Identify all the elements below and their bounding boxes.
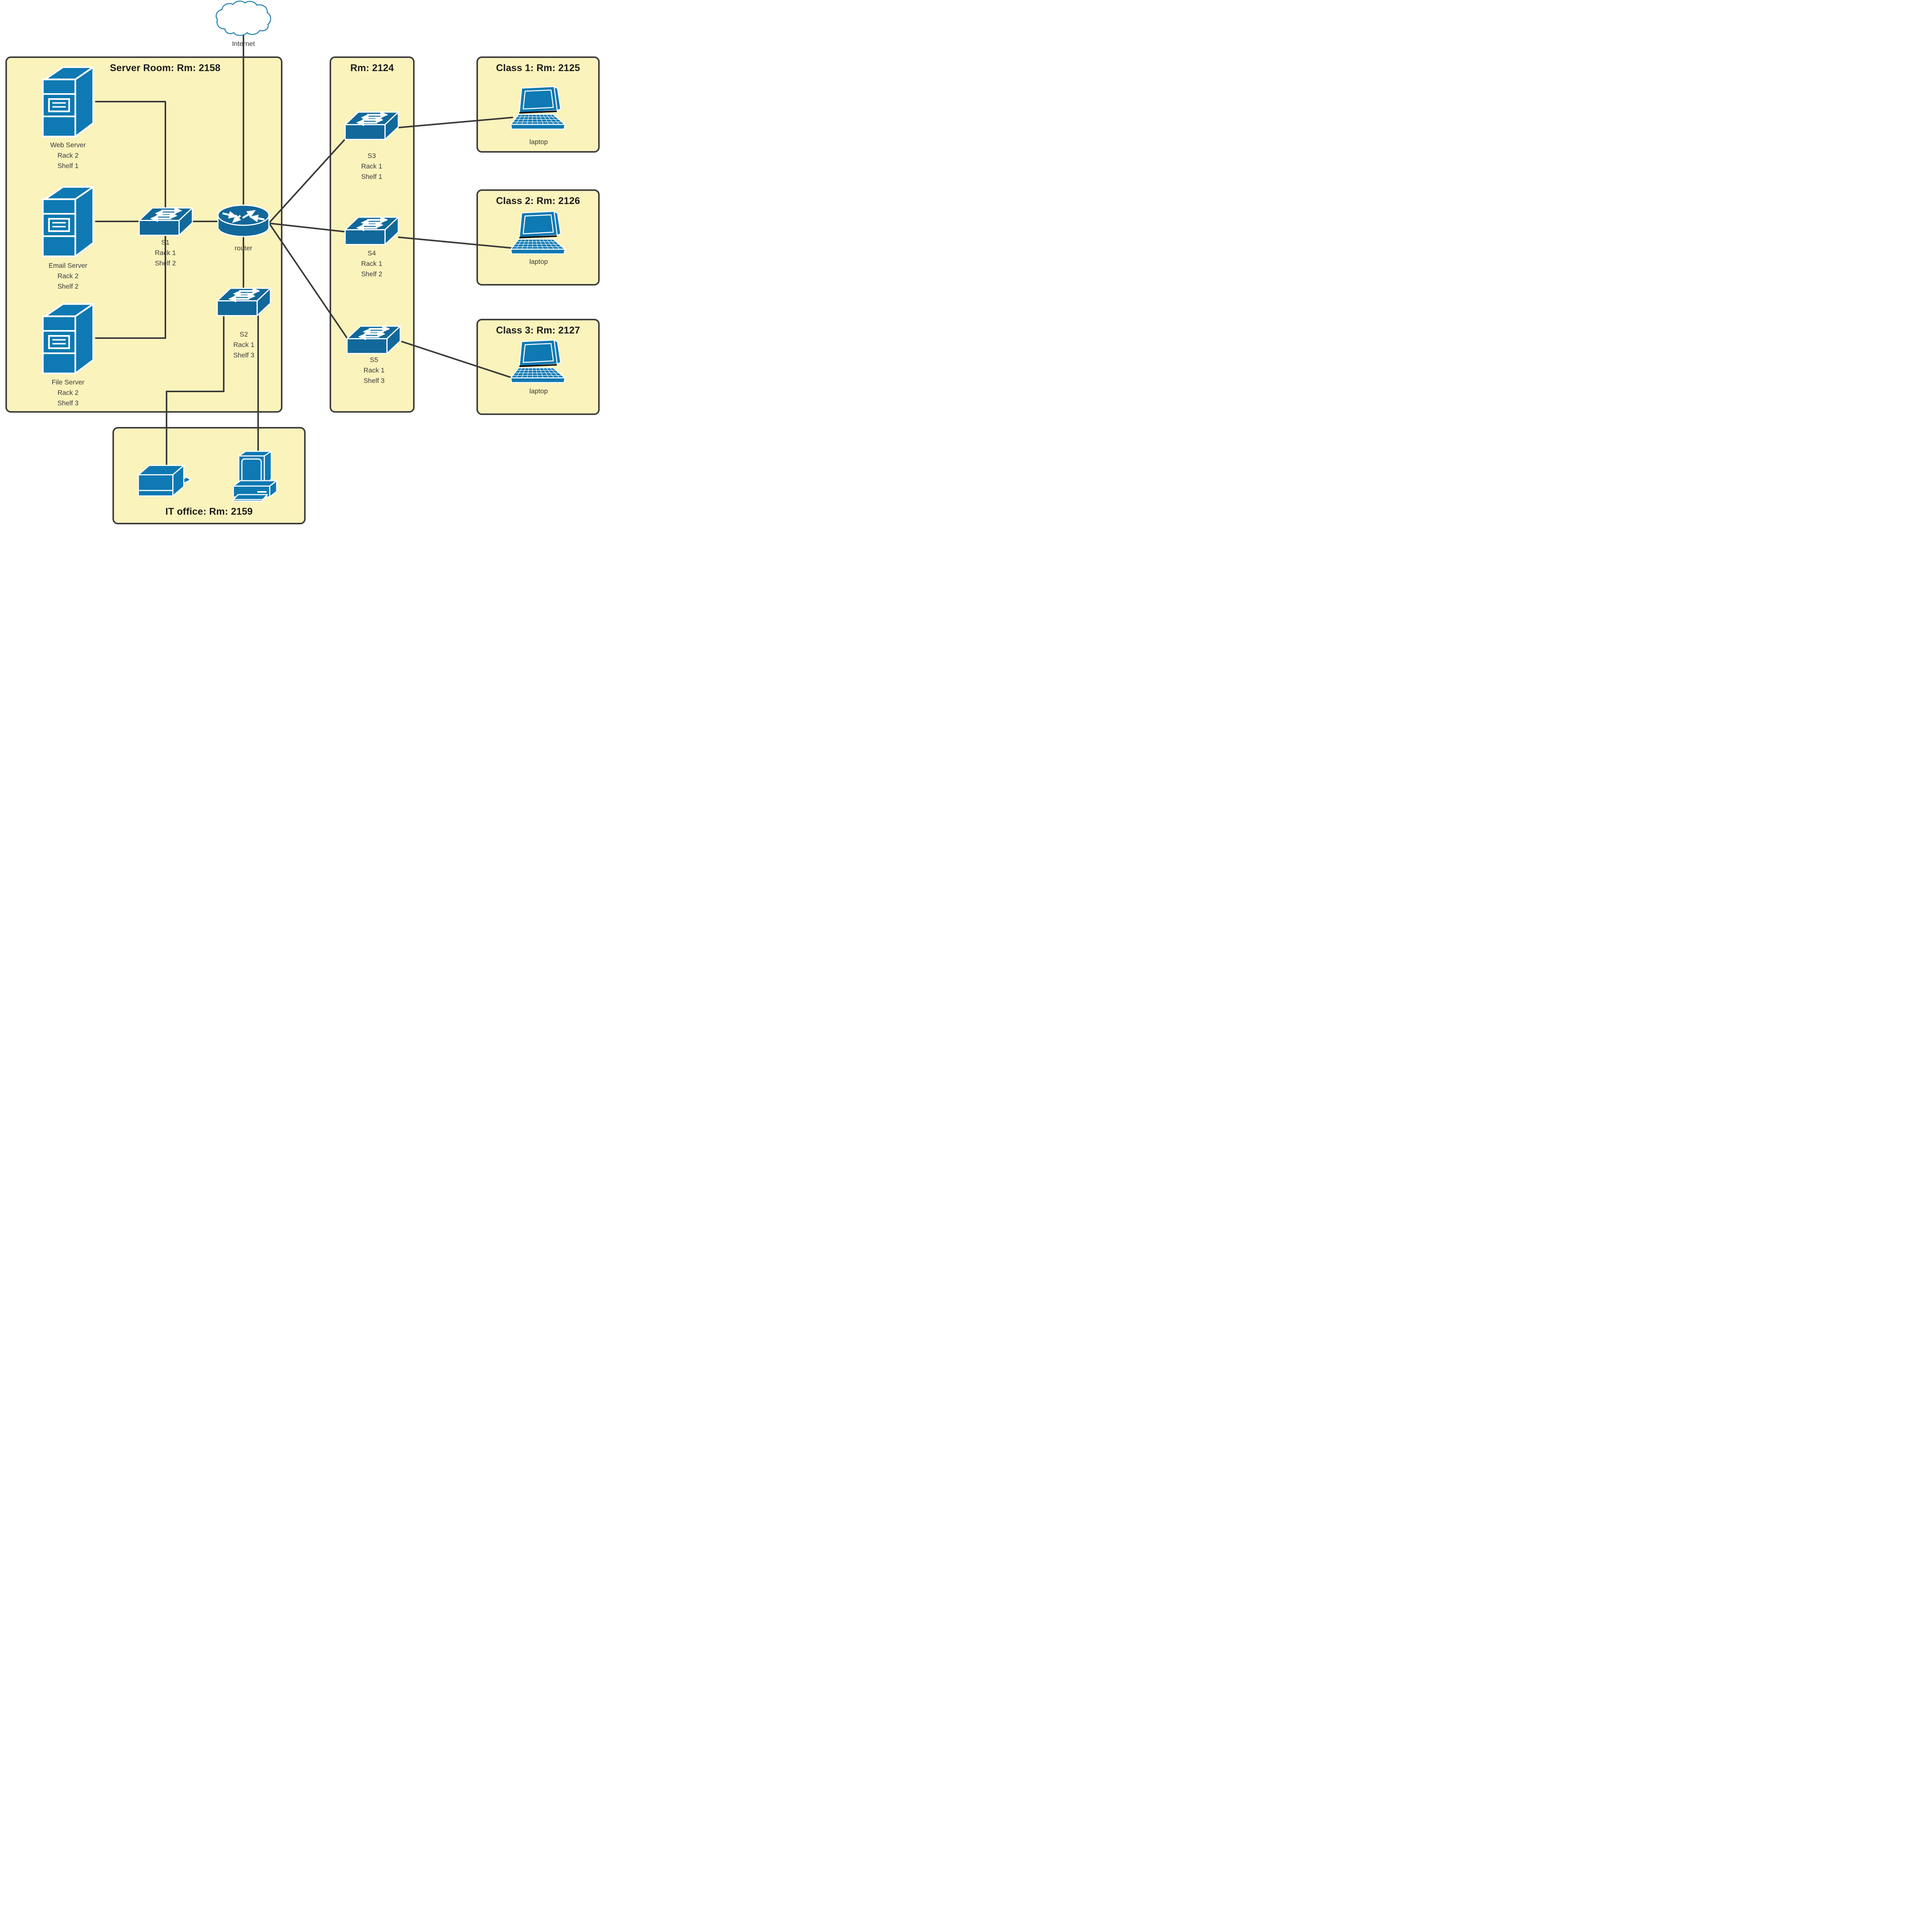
router-label: router xyxy=(235,244,252,252)
laptop3-icon xyxy=(510,339,566,383)
file-server-label: File Server Rack 2 Shelf 3 xyxy=(51,378,85,407)
web-server-label: Web Server Rack 2 Shelf 1 xyxy=(50,141,86,170)
room-title-class-3: Class 3: Rm: 2127 xyxy=(496,325,580,336)
email-server-label: Email Server Rack 2 Shelf 2 xyxy=(48,262,88,290)
s1-switch-icon xyxy=(138,207,193,236)
laptop1-icon xyxy=(510,86,566,130)
desktop-computer-icon xyxy=(233,451,277,502)
laptop2-icon xyxy=(510,211,566,255)
laptop1-label: laptop xyxy=(529,138,548,146)
s3-switch-icon xyxy=(344,111,399,140)
router-icon xyxy=(217,204,270,237)
room-title-it-office: IT office: Rm: 2159 xyxy=(165,506,253,517)
email-server-icon xyxy=(42,186,94,257)
s3-label: S3 Rack 1 Shelf 1 xyxy=(361,152,383,180)
file-server-icon xyxy=(42,303,94,374)
s2-label: S2 Rack 1 Shelf 3 xyxy=(233,330,255,359)
room-title-class-2: Class 2: Rm: 2126 xyxy=(496,196,580,206)
room-title-class-1: Class 1: Rm: 2125 xyxy=(496,63,580,73)
printer-icon xyxy=(138,465,192,497)
s4-label: S4 Rack 1 Shelf 2 xyxy=(361,249,383,278)
s1-label: S1 Rack 1 Shelf 2 xyxy=(155,238,176,267)
web-server-icon xyxy=(42,66,94,138)
s5-label: S5 Rack 1 Shelf 3 xyxy=(363,356,385,384)
internet-cloud-icon xyxy=(216,0,271,36)
room-title-2124: Rm: 2124 xyxy=(350,63,394,73)
laptop2-label: laptop xyxy=(529,258,548,265)
network-diagram: Server Room: Rm: 2158 Rm: 2124 Class 1: … xyxy=(0,0,606,526)
s2-switch-icon xyxy=(216,287,271,316)
s4-switch-icon xyxy=(344,216,399,245)
room-title-server-room: Server Room: Rm: 2158 xyxy=(110,63,221,73)
internet-label: Internet xyxy=(232,40,255,48)
s5-switch-icon xyxy=(346,325,401,354)
laptop3-label: laptop xyxy=(529,387,548,395)
